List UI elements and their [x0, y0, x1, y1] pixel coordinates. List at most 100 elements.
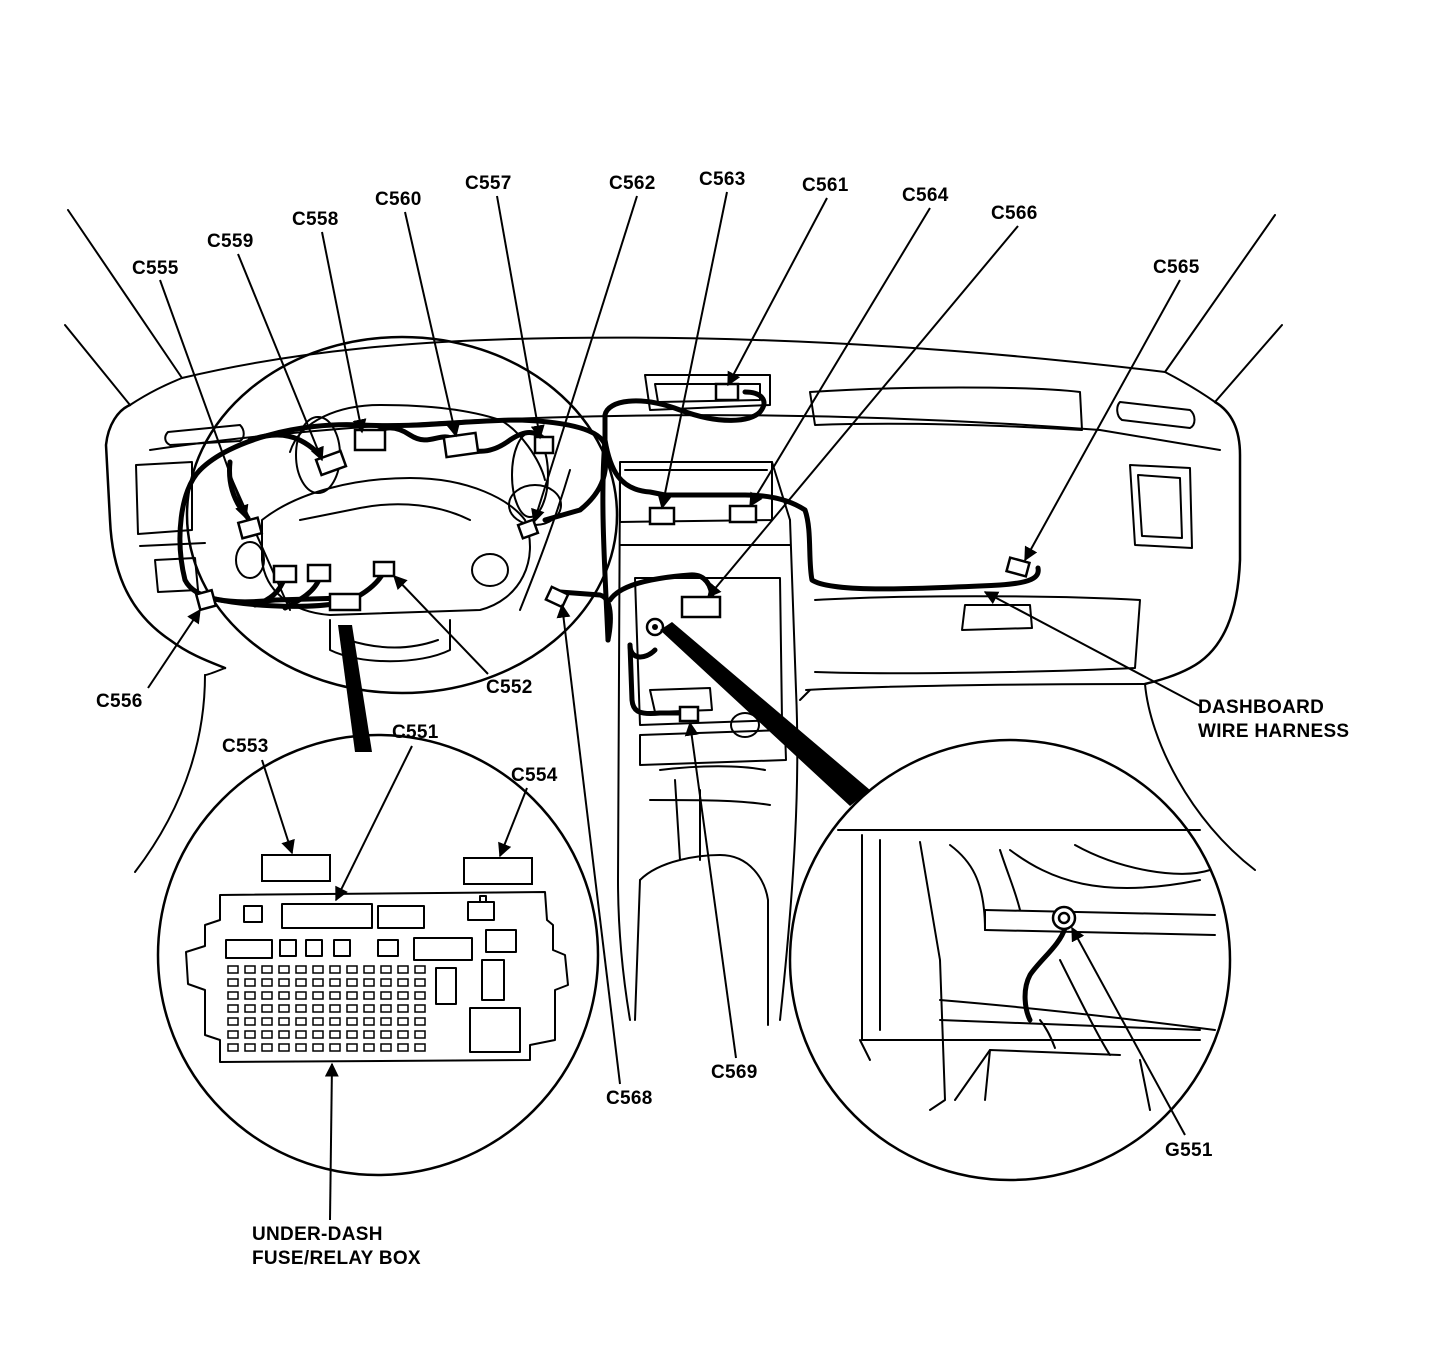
fuse-slot: [414, 1043, 426, 1052]
label-c560: C560: [375, 189, 422, 210]
connector-c: [328, 592, 362, 612]
fuse-slot: [227, 978, 239, 987]
fuse-slot: [278, 1030, 290, 1039]
windshield-pillars: [64, 209, 1283, 406]
fuse-slot: [244, 1030, 256, 1039]
fuse-slot: [312, 1030, 324, 1039]
fuse-slot: [380, 991, 392, 1000]
fuse-slot: [329, 1017, 341, 1026]
label-fusebox-line1: UNDER-DASH: [252, 1224, 383, 1245]
fuse-slot: [261, 1043, 273, 1052]
fuse-slot: [329, 978, 341, 987]
fuse-slot: [397, 978, 409, 987]
fuse-slot: [397, 1004, 409, 1013]
label-fusebox-line2: FUSE/RELAY BOX: [252, 1248, 421, 1269]
fuse-slot: [414, 965, 426, 974]
connector-a: [272, 564, 298, 584]
fuse-slot: [346, 1043, 358, 1052]
connector-c558: [353, 428, 387, 452]
fuse-slot: [261, 1004, 273, 1013]
fuse-slot: [397, 1017, 409, 1026]
connector-c563: [648, 506, 676, 526]
fuse-slot: [244, 965, 256, 974]
fuse-slot: [363, 978, 375, 987]
fuse-slot: [295, 1043, 307, 1052]
label-c564: C564: [902, 185, 949, 206]
label-c568: C568: [606, 1088, 653, 1109]
label-c553: C553: [222, 736, 269, 757]
fuse-slot: [295, 991, 307, 1000]
fuse-slot: [261, 1030, 273, 1039]
fuse-slot: [278, 978, 290, 987]
fuse-slot: [346, 991, 358, 1000]
connector-c560: [442, 431, 480, 459]
fuse-slot: [329, 1004, 341, 1013]
ground-detail: [788, 738, 1232, 1182]
label-c555: C555: [132, 258, 179, 279]
label-c556: C556: [96, 691, 143, 712]
fuse-slot: [380, 978, 392, 987]
label-harness-line2: WIRE HARNESS: [1198, 721, 1349, 742]
connector-b: [306, 563, 332, 583]
fuse-grid: [227, 965, 426, 1052]
label-c552: C552: [486, 677, 533, 698]
fuse-slot: [414, 1017, 426, 1026]
fuse-slot: [346, 978, 358, 987]
label-c569: C569: [711, 1062, 758, 1083]
fuse-slot: [414, 978, 426, 987]
label-c563: C563: [699, 169, 746, 190]
steering-wheel: [185, 335, 619, 695]
connector-c565: [1004, 556, 1032, 578]
fuse-slot: [244, 1043, 256, 1052]
fuse-slot: [380, 965, 392, 974]
fuse-slot: [329, 1043, 341, 1052]
connector-c569: [678, 705, 700, 723]
fuse-slot: [397, 965, 409, 974]
fuse-slot: [363, 1017, 375, 1026]
fuse-slot: [295, 1017, 307, 1026]
fuse-slot: [363, 1030, 375, 1039]
fuse-slot: [295, 1030, 307, 1039]
fuse-slot: [227, 965, 239, 974]
fuse-slot: [397, 1043, 409, 1052]
fuse-slot: [312, 978, 324, 987]
label-c554: C554: [511, 765, 558, 786]
fuse-slot: [278, 1043, 290, 1052]
fuse-slot: [244, 991, 256, 1000]
label-c566: C566: [991, 203, 1038, 224]
fuse-slot: [278, 1004, 290, 1013]
fuse-slot: [380, 1043, 392, 1052]
connector-c555: [236, 516, 264, 540]
connector-c564: [728, 504, 758, 524]
label-c561: C561: [802, 175, 849, 196]
label-harness-line1: DASHBOARD: [1198, 697, 1324, 718]
label-c562: C562: [609, 173, 656, 194]
fuse-slot: [380, 1017, 392, 1026]
fuse-slot: [295, 965, 307, 974]
fuse-slot: [278, 991, 290, 1000]
fuse-slot: [295, 1004, 307, 1013]
connector-c561: [714, 382, 740, 402]
callout-labels: C555 C559 C558 C560 C557 C562 C563 C561 …: [96, 169, 1349, 1269]
fuse-slot: [227, 1030, 239, 1039]
fuse-slot: [414, 1004, 426, 1013]
label-c558: C558: [292, 209, 339, 230]
connectors: [194, 382, 1032, 723]
fuse-slot: [261, 965, 273, 974]
fuse-slot: [363, 1004, 375, 1013]
fuse-slot: [244, 978, 256, 987]
fuse-slot: [397, 991, 409, 1000]
fuse-slot: [261, 991, 273, 1000]
fuse-slot: [278, 965, 290, 974]
label-c565: C565: [1153, 257, 1200, 278]
connector-c562: [516, 518, 540, 540]
fuse-slot: [227, 991, 239, 1000]
fuse-slot: [227, 1017, 239, 1026]
fuse-slot: [261, 1017, 273, 1026]
fuse-slot: [312, 991, 324, 1000]
fuse-slot: [329, 1030, 341, 1039]
connector-c568: [544, 585, 570, 609]
fuse-slot: [346, 965, 358, 974]
